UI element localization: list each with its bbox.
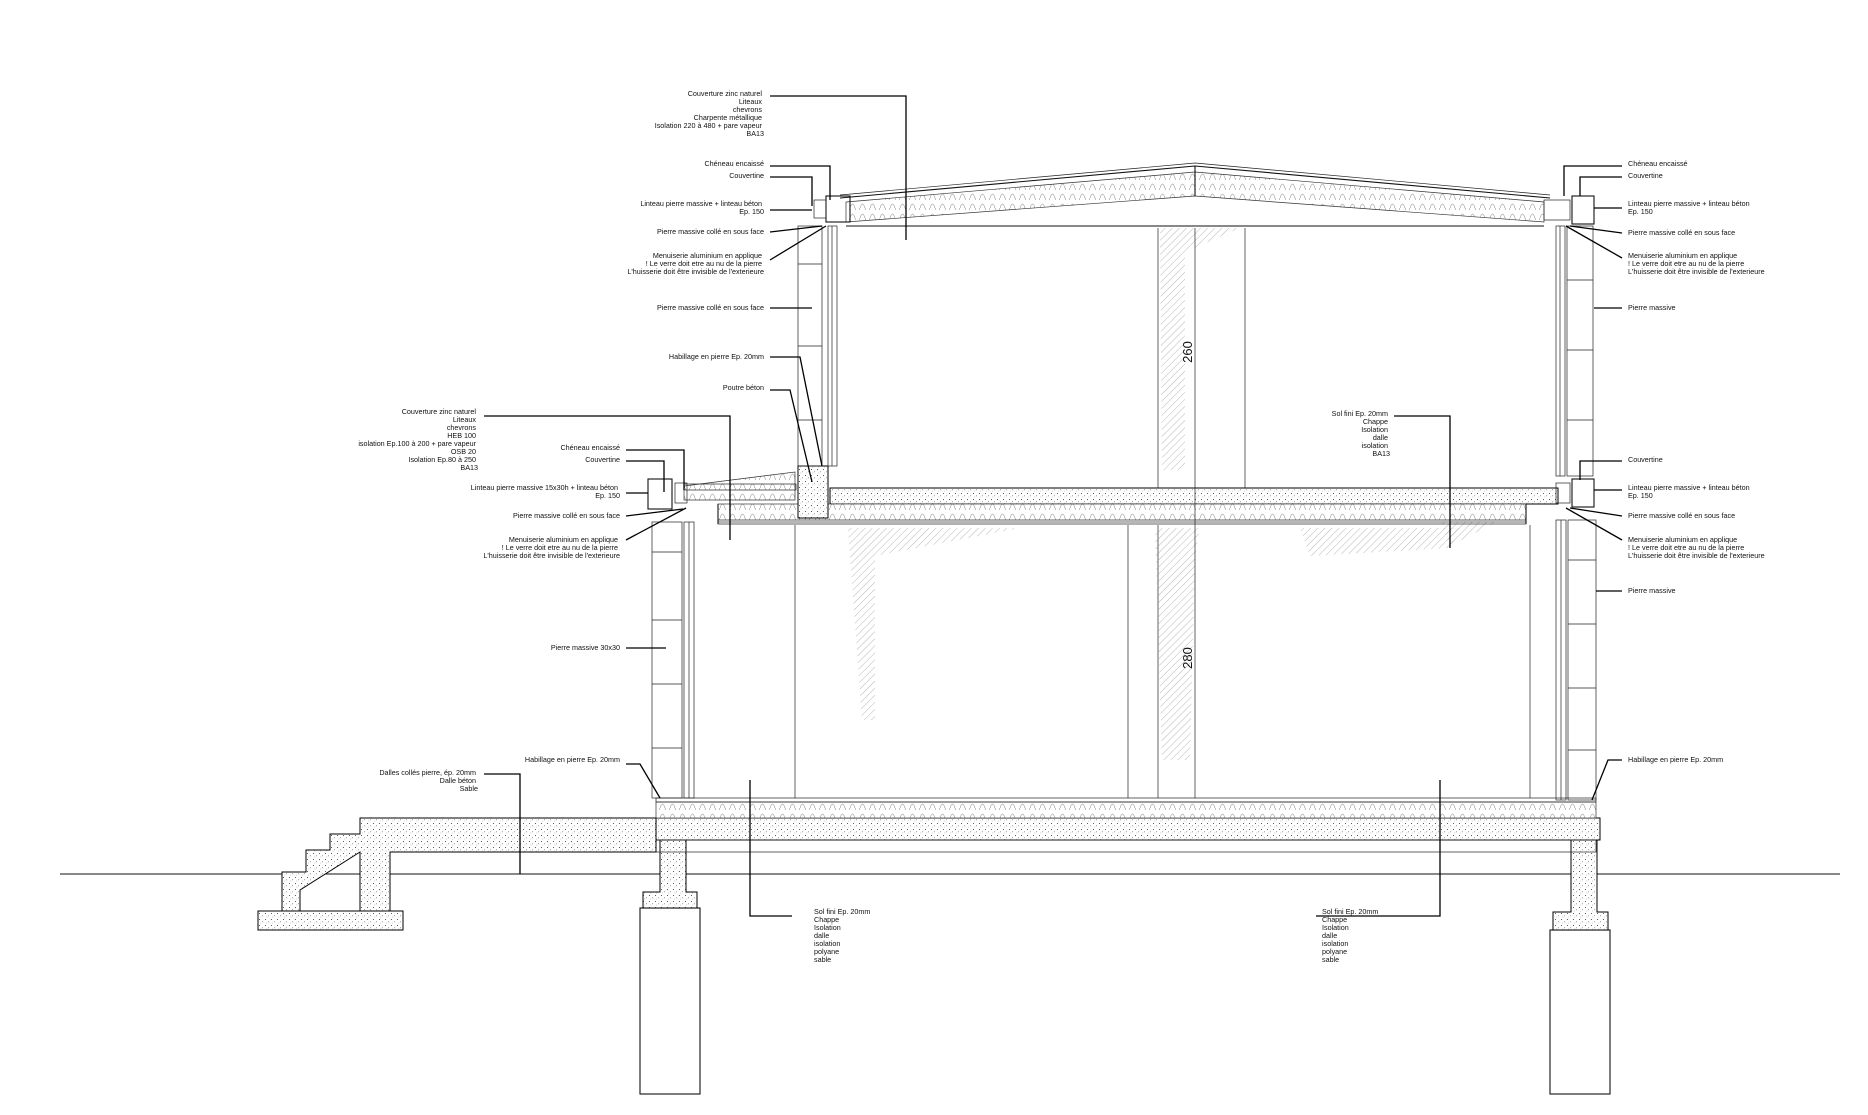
label-pierre-massive-right-lower: Pierre massive [1628,586,1676,595]
label-roof-upper: Couverture zinc naturel Liteaux chevrons… [655,89,764,138]
label-roof-lower: Couverture zinc naturel Liteaux chevrons… [358,407,478,472]
label-habillage-right: Habillage en pierre Ep. 20mm [1628,755,1723,764]
intermediate-slab [647,465,1595,525]
label-menuiserie-upper-left: Menuiserie aluminium en applique ! Le ve… [627,251,764,276]
label-cheneau-lower-left: Chéneau encaissé [560,443,620,452]
label-cheneau-right: Chéneau encaissé [1628,159,1688,168]
terrace-stairs [257,817,657,931]
label-linteau-lower-left: Linteau pierre massive 15x30h + linteau … [471,483,620,500]
label-menuiserie-right-upper: Menuiserie aluminium en applique ! Le ve… [1628,251,1765,276]
label-pierre-30x30: Pierre massive 30x30 [551,643,620,652]
leaders-right [749,165,1623,917]
label-solfini-left: Sol fini Ep. 20mm Chappe Isolation dalle… [814,907,872,964]
dimension-upper: 260 [1180,341,1195,363]
label-pierre-lower-left: Pierre massive collé en sous face [513,511,620,520]
label-couvertine-right-lower: Couvertine [1628,455,1663,464]
upper-walls [797,162,1595,488]
label-linteau-upper-left: Linteau pierre massive + linteau béton E… [640,199,764,216]
dimension-lower: 280 [1180,647,1195,669]
label-habillage-upper: Habillage en pierre Ep. 20mm [669,352,764,361]
label-menuiserie-right-lower: Menuiserie aluminium en applique ! Le ve… [1628,535,1765,560]
label-menuiserie-lower-left: Menuiserie aluminium en applique ! Le ve… [483,535,620,560]
label-couvertine-lower-left: Couvertine [585,455,620,464]
label-linteau-right-lower: Linteau pierre massive + linteau béton E… [1628,483,1752,500]
label-solfini-upper: Sol fini Ep. 20mm Chappe Isolation dalle… [1332,409,1390,458]
label-habillage-lower: Habillage en pierre Ep. 20mm [525,755,620,764]
foundations [639,797,1611,1095]
label-couvertine-upper-left: Couvertine [729,171,764,180]
label-pierre-right-lower: Pierre massive collé en sous face [1628,511,1735,520]
label-pierre-upper-left-2: Pierre massive collé en sous face [657,303,764,312]
label-poutre: Poutre béton [723,383,764,392]
label-dalles: Dalles collés pierre, ép. 20mm Dalle bét… [379,768,478,793]
leaders-left [484,95,907,874]
label-cheneau-upper-left: Chéneau encaissé [704,159,764,168]
label-linteau-right-upper: Linteau pierre massive + linteau béton E… [1628,199,1752,216]
lower-walls [651,519,1597,801]
label-pierre-right-upper: Pierre massive collé en sous face [1628,228,1735,237]
label-solfini-right: Sol fini Ep. 20mm Chappe Isolation dalle… [1322,907,1380,964]
label-couvertine-right: Couvertine [1628,171,1663,180]
label-pierre-upper-left: Pierre massive collé en sous face [657,227,764,236]
label-pierre-massive-right-upper: Pierre massive [1628,303,1676,312]
labels: Couverture zinc naturel Liteaux chevrons… [358,89,1764,964]
